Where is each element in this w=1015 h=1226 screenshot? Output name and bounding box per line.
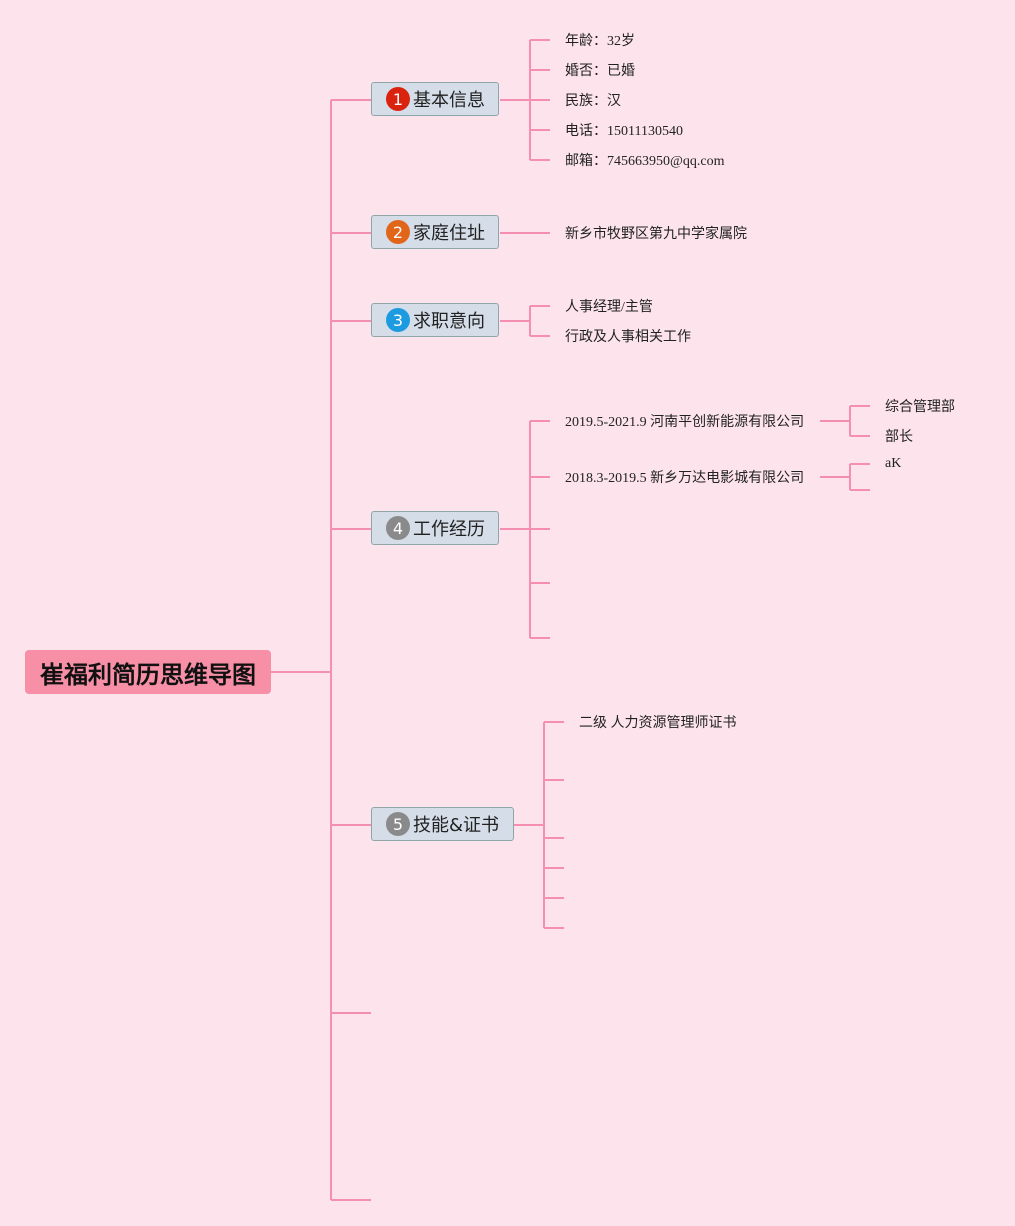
- topic-label: 工作经历: [413, 519, 485, 540]
- leaf-ethnicity[interactable]: 民族：汉: [565, 94, 621, 109]
- number-4-icon: 4: [386, 516, 410, 540]
- leaf-job-1-title[interactable]: 部长: [885, 430, 913, 445]
- leaf-email[interactable]: 邮箱：745663950@qq.com: [565, 154, 725, 169]
- topic-label: 基本信息: [413, 90, 485, 111]
- topic-label: 求职意向: [413, 311, 485, 332]
- leaf-phone[interactable]: 电话：15011130540: [565, 124, 683, 139]
- number-1-icon: 1: [386, 87, 410, 111]
- leaf-certificate[interactable]: 二级 人力资源管理师证书: [579, 716, 737, 731]
- leaf-address[interactable]: 新乡市牧野区第九中学家属院: [565, 227, 747, 242]
- leaf-intent-1[interactable]: 人事经理/主管: [565, 300, 653, 315]
- leaf-age[interactable]: 年龄：32岁: [565, 34, 635, 49]
- leaf-job-1-dept[interactable]: 综合管理部: [885, 400, 955, 415]
- number-3-icon: 3: [386, 308, 410, 332]
- root-topic[interactable]: 崔福利简历思维导图: [25, 650, 271, 694]
- leaf-job-2-note[interactable]: aK: [885, 456, 902, 471]
- topic-label: 技能&证书: [413, 815, 500, 836]
- topic-label: 家庭住址: [413, 223, 485, 244]
- leaf-job-1[interactable]: 2019.5-2021.9 河南平创新能源有限公司: [565, 415, 805, 430]
- number-5-icon: 5: [386, 812, 410, 836]
- leaf-marital[interactable]: 婚否：已婚: [565, 64, 635, 79]
- leaf-job-2[interactable]: 2018.3-2019.5 新乡万达电影城有限公司: [565, 471, 805, 486]
- number-2-icon: 2: [386, 220, 410, 244]
- leaf-intent-2[interactable]: 行政及人事相关工作: [565, 330, 691, 345]
